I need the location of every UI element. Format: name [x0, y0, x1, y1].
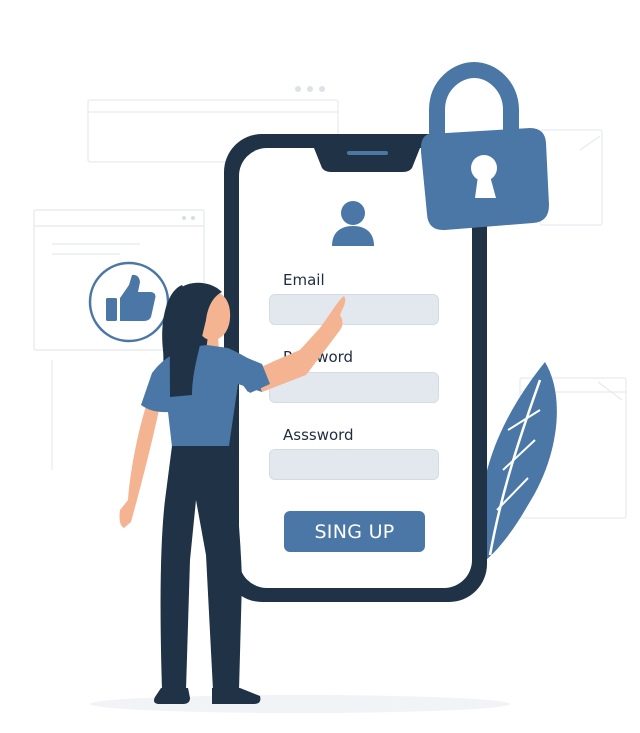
- password-field[interactable]: [269, 372, 439, 403]
- thumbs-up-icon: [88, 261, 170, 343]
- password-label: Password: [283, 348, 354, 366]
- confirm-password-label: Asssword: [283, 426, 354, 444]
- sign-up-button[interactable]: SING UP: [284, 511, 425, 552]
- padlock-icon: [420, 61, 549, 231]
- background-window-right: [51, 129, 627, 519]
- email-label: Email: [283, 271, 325, 289]
- floor-shadow: [90, 695, 510, 713]
- plant-leaf: [480, 362, 557, 560]
- user-silhouette-icon: [332, 201, 374, 246]
- confirm-password-field[interactable]: [269, 449, 439, 480]
- email-field[interactable]: [269, 294, 439, 325]
- three-dots-icon: [295, 86, 325, 92]
- background-window-top: [87, 99, 339, 163]
